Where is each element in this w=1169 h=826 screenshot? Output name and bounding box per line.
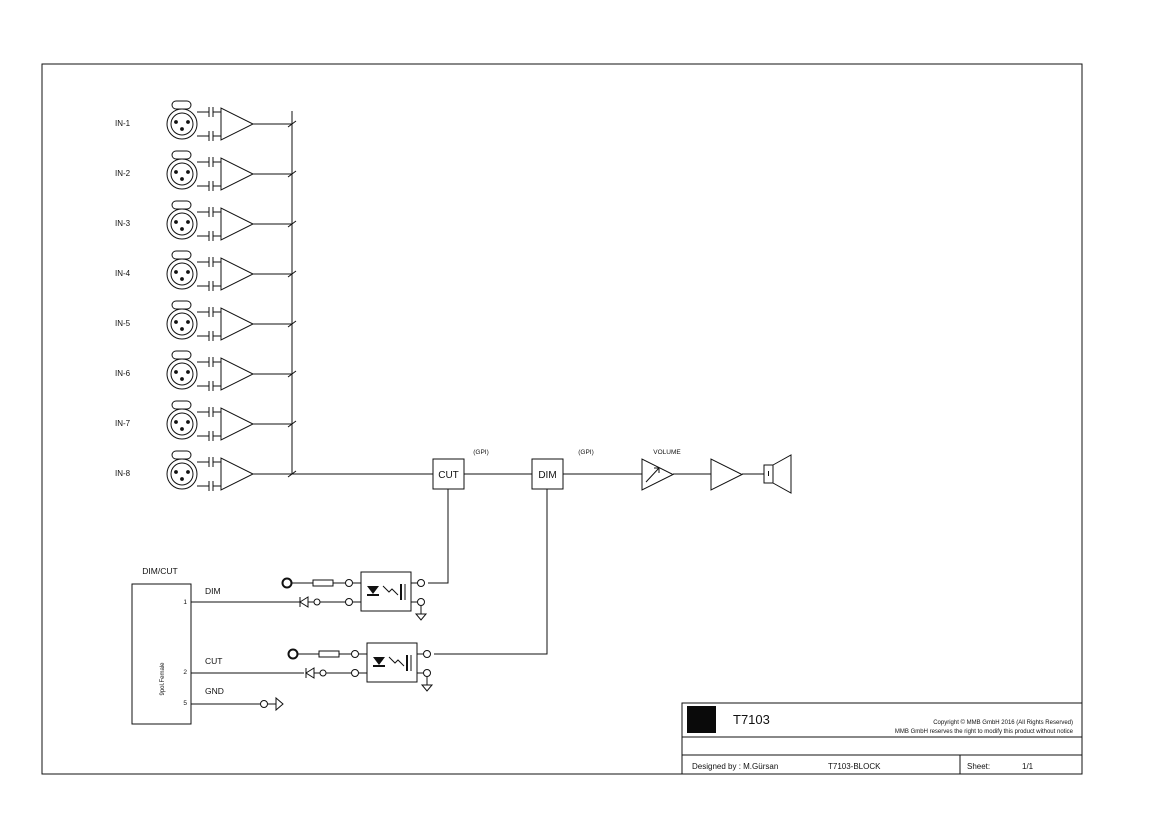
input-channel: IN-3 bbox=[115, 200, 297, 241]
resistor-symbol bbox=[318, 650, 340, 658]
input-amplifier-symbol bbox=[220, 457, 255, 491]
input-amplifier-symbol bbox=[220, 257, 255, 291]
pin-cut-label: CUT bbox=[205, 656, 222, 666]
pin-gnd-label: GND bbox=[205, 686, 224, 696]
connector-body-label: 9pol.Female bbox=[160, 662, 166, 696]
input-amplifier-symbol bbox=[220, 157, 255, 191]
optocoupler-symbol bbox=[366, 642, 418, 683]
drawing-frame bbox=[41, 63, 1083, 775]
pin-cut-number: 2 bbox=[183, 669, 187, 676]
input-label: IN-4 bbox=[115, 269, 131, 278]
optocoupler-symbol bbox=[360, 571, 412, 612]
sheet-label: Sheet: bbox=[967, 762, 990, 771]
coupling-capacitors bbox=[197, 307, 221, 341]
xlr-connector-icon bbox=[166, 100, 198, 140]
designer-text: Designed by : M.Gürsan bbox=[692, 762, 778, 771]
gpi-label-dim: (GPI) bbox=[578, 449, 594, 456]
input-label: IN-2 bbox=[115, 169, 131, 178]
dim-block-label: DIM bbox=[538, 470, 556, 481]
xlr-connector-icon bbox=[166, 350, 198, 390]
xlr-connector-icon bbox=[166, 200, 198, 240]
input-amplifier-symbol bbox=[220, 307, 255, 341]
document-id: T7103 bbox=[733, 712, 770, 727]
coupling-capacitors bbox=[197, 407, 221, 441]
gpi-circuit-cut bbox=[287, 642, 434, 692]
coupling-capacitors bbox=[197, 207, 221, 241]
ground-symbol bbox=[420, 677, 434, 692]
volume-amplifier-symbol bbox=[641, 458, 675, 491]
input-channels: IN-1IN-2IN-3IN-4IN-5IN-6IN-7IN-8 bbox=[115, 100, 297, 491]
xlr-connector-icon bbox=[166, 400, 198, 440]
ground-symbol-connector bbox=[260, 696, 284, 712]
company-logo bbox=[687, 706, 716, 733]
input-label: IN-5 bbox=[115, 319, 131, 328]
input-amplifier-symbol bbox=[220, 107, 255, 141]
coupling-capacitors bbox=[197, 357, 221, 391]
xlr-connector-icon bbox=[166, 150, 198, 190]
dim-control-wire bbox=[434, 489, 548, 655]
coupling-capacitors bbox=[197, 107, 221, 141]
resistor-symbol bbox=[312, 579, 334, 587]
dim-block: DIM bbox=[531, 458, 564, 490]
coupling-capacitors bbox=[197, 457, 221, 491]
input-channel: IN-8 bbox=[115, 450, 297, 491]
input-channel: IN-7 bbox=[115, 400, 297, 441]
input-amplifier-symbol bbox=[220, 407, 255, 441]
cut-block-label: CUT bbox=[438, 470, 459, 481]
speaker-icon bbox=[763, 454, 792, 494]
ground-symbol bbox=[414, 606, 428, 621]
input-label: IN-8 bbox=[115, 469, 131, 478]
input-channel: IN-6 bbox=[115, 350, 297, 391]
input-channel: IN-2 bbox=[115, 150, 297, 191]
gpi-circuit-dim bbox=[281, 571, 428, 621]
title-block: T7103 Copyright © MMB GmbH 2016 (All Rig… bbox=[681, 702, 1083, 775]
dsub-connector bbox=[131, 583, 192, 725]
notice-text: MMB GmbH reserves the right to modify th… bbox=[895, 729, 1074, 735]
protection-diode-symbol bbox=[305, 667, 320, 679]
coupling-capacitors bbox=[197, 257, 221, 291]
input-channel: IN-4 bbox=[115, 250, 297, 291]
pin-gnd-number: 5 bbox=[183, 700, 187, 707]
cut-block: CUT bbox=[432, 458, 465, 490]
xlr-connector-icon bbox=[166, 300, 198, 340]
input-label: IN-3 bbox=[115, 219, 131, 228]
drawing-name: T7103-BLOCK bbox=[828, 762, 881, 771]
input-label: IN-7 bbox=[115, 419, 131, 428]
coupling-capacitors bbox=[197, 157, 221, 191]
sheet-value: 1/1 bbox=[1022, 762, 1034, 771]
input-label: IN-6 bbox=[115, 369, 131, 378]
protection-diode-symbol bbox=[299, 596, 314, 608]
xlr-connector-icon bbox=[166, 250, 198, 290]
input-amplifier-symbol bbox=[220, 357, 255, 391]
copyright-text: Copyright © MMB GmbH 2016 (All Rights Re… bbox=[933, 719, 1073, 726]
connector-title: DIM/CUT bbox=[142, 566, 177, 576]
input-channel: IN-1 bbox=[115, 100, 297, 141]
cut-control-wire bbox=[428, 489, 449, 584]
input-channel: IN-5 bbox=[115, 300, 297, 341]
pin-dim-number: 1 bbox=[183, 599, 187, 606]
power-amplifier-symbol bbox=[710, 458, 744, 491]
pin-dim-label: DIM bbox=[205, 586, 221, 596]
input-label: IN-1 bbox=[115, 119, 131, 128]
xlr-connector-icon bbox=[166, 450, 198, 490]
gpi-circuits bbox=[281, 571, 434, 692]
gpi-label-cut: (GPI) bbox=[473, 449, 489, 456]
volume-label: VOLUME bbox=[653, 449, 681, 456]
input-amplifier-symbol bbox=[220, 207, 255, 241]
